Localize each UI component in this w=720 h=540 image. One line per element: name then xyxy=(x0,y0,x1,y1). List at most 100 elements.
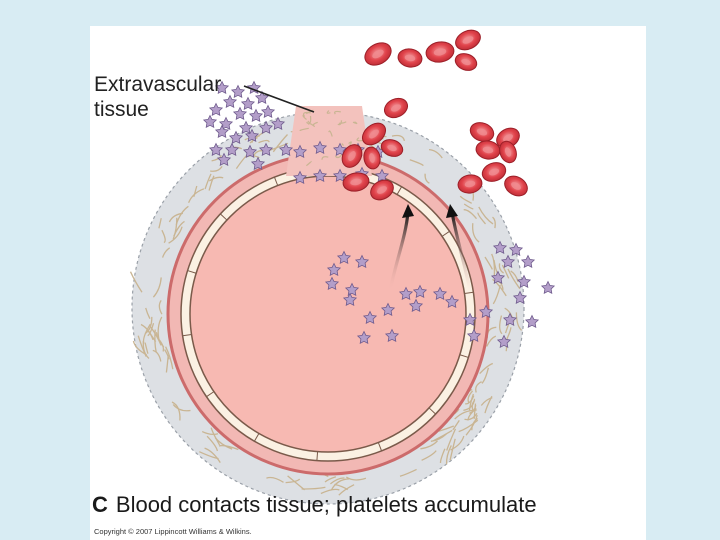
platelet-icon xyxy=(492,240,508,255)
fiber-icon xyxy=(154,329,157,353)
platelet-icon xyxy=(466,328,482,343)
red-blood-cell-icon xyxy=(363,146,381,170)
fiber-icon xyxy=(144,342,149,354)
flow-arrowhead-icon xyxy=(446,204,458,218)
fiber-icon xyxy=(337,120,343,126)
fiber-icon xyxy=(142,323,151,344)
fiber-icon xyxy=(507,268,521,290)
platelet-icon xyxy=(502,312,518,327)
platelet-icon xyxy=(254,90,270,105)
fiber-icon xyxy=(208,175,215,191)
fiber-icon xyxy=(301,486,326,490)
fiber-icon xyxy=(480,397,493,406)
fiber-icon xyxy=(458,419,479,433)
fiber-icon xyxy=(445,445,452,465)
junction-tick xyxy=(316,451,319,461)
platelet-icon xyxy=(398,286,414,301)
fiber-icon xyxy=(484,256,493,270)
platelet-icon xyxy=(324,276,340,291)
fiber-icon xyxy=(158,218,162,229)
platelet-icon xyxy=(444,294,460,309)
fiber-icon xyxy=(449,438,456,461)
platelet-icon xyxy=(432,286,448,301)
fiber-icon xyxy=(391,134,406,142)
red-blood-cell-icon xyxy=(361,122,387,146)
fiber-icon xyxy=(463,209,478,220)
fiber-icon xyxy=(478,206,494,225)
fiber-icon xyxy=(468,393,475,411)
fiber-icon xyxy=(272,134,288,153)
fiber-icon xyxy=(479,362,494,375)
fiber-icon xyxy=(329,477,345,485)
red-blood-cell-icon xyxy=(454,53,478,71)
flow-arrowhead-icon xyxy=(402,204,414,218)
fiber-icon xyxy=(492,216,496,229)
fiber-icon xyxy=(307,115,312,124)
red-blood-cell-icon xyxy=(380,139,404,157)
platelet-icon xyxy=(292,170,308,185)
platelet-icon xyxy=(224,142,240,157)
red-blood-cell-icon xyxy=(455,29,481,51)
platelet-icon xyxy=(332,142,348,157)
fiber-icon xyxy=(165,355,169,373)
platelet-icon xyxy=(516,274,532,289)
platelet-icon xyxy=(202,114,218,129)
platelet-icon xyxy=(478,304,494,319)
fiber-icon xyxy=(454,409,477,420)
red-blood-cell-icon xyxy=(370,179,394,201)
platelet-icon xyxy=(380,302,396,317)
platelet-icon xyxy=(312,168,328,183)
red-blood-cell-icon xyxy=(481,162,507,182)
platelet-icon xyxy=(326,262,342,277)
fiber-icon xyxy=(515,312,523,331)
junction-tick xyxy=(182,333,192,337)
fiber-icon xyxy=(498,263,504,274)
junction-tick xyxy=(219,213,228,221)
fiber-icon xyxy=(428,148,443,159)
fiber-icon xyxy=(492,284,501,305)
platelet-icon xyxy=(250,156,266,171)
fiber-icon xyxy=(158,300,163,315)
fiber-icon xyxy=(285,478,301,484)
fiber-icon xyxy=(218,444,239,451)
fiber-icon xyxy=(204,447,221,463)
red-blood-cell-group xyxy=(341,29,528,201)
platelet-icon xyxy=(408,298,424,313)
platelet-icon xyxy=(508,242,524,257)
junction-tick xyxy=(464,291,474,295)
fiber-icon xyxy=(152,277,162,298)
platelet-icon xyxy=(278,142,294,157)
junction-tick xyxy=(377,442,383,452)
platelet-icon xyxy=(496,334,512,349)
fiber-icon xyxy=(409,159,424,167)
platelet-icon xyxy=(240,96,256,111)
fiber-icon xyxy=(452,420,460,431)
fiber-icon xyxy=(471,223,480,243)
fiber-icon xyxy=(321,156,329,160)
fiber-icon xyxy=(464,413,478,421)
platelet-icon xyxy=(228,130,244,145)
platelet-icon xyxy=(270,116,286,131)
red-blood-cell-icon xyxy=(341,144,363,168)
fiber-icon xyxy=(266,476,284,483)
fiber-icon xyxy=(501,264,510,279)
junction-tick xyxy=(459,354,469,358)
red-blood-cell-icon xyxy=(469,122,495,142)
fiber-icon xyxy=(510,270,519,283)
red-blood-cell-icon xyxy=(364,42,392,66)
fiber-icon xyxy=(165,346,174,370)
label-pointer-line xyxy=(243,85,315,113)
fiber-icon xyxy=(341,143,344,146)
platelet-icon xyxy=(412,284,428,299)
junction-tick xyxy=(441,230,450,237)
fiber-icon xyxy=(302,111,311,117)
exposed-tissue-fibers xyxy=(299,109,366,167)
platelet-icon xyxy=(292,144,308,159)
red-blood-cell-icon xyxy=(499,140,517,164)
fiber-icon xyxy=(208,176,224,182)
red-blood-cell-icon xyxy=(457,174,483,194)
platelet-icon xyxy=(344,282,360,297)
fiber-icon xyxy=(328,130,333,137)
